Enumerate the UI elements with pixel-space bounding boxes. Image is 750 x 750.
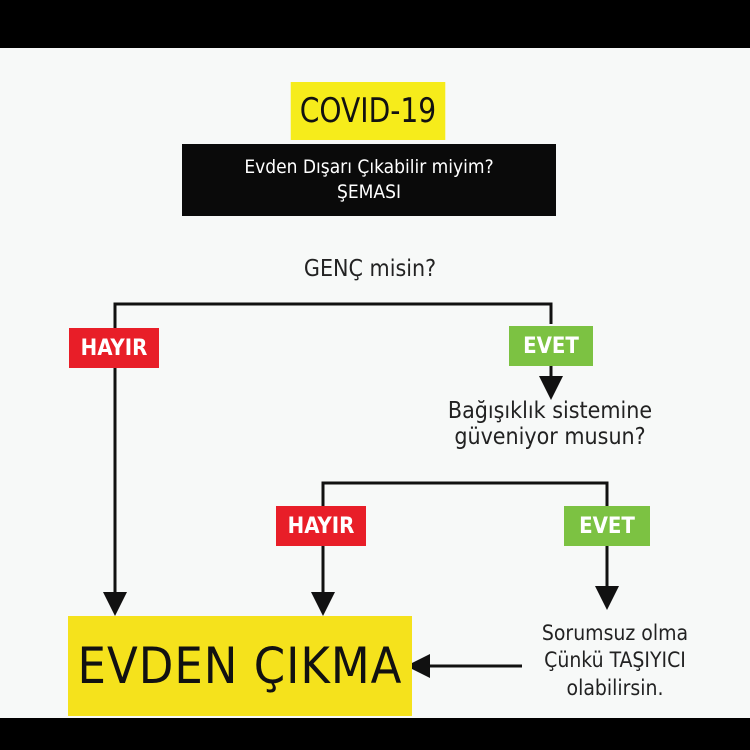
note-line-1: Sorumsuz olma bbox=[541, 621, 689, 645]
title-text: COVID-19 bbox=[299, 91, 437, 131]
subtitle-line-1: Evden Dışarı Çıkabilir miyim? bbox=[244, 156, 494, 179]
answer-no-badge-1: HAYIR bbox=[69, 328, 159, 368]
question-immunity-line-2: güveniyor musun? bbox=[454, 424, 646, 451]
note-line-3: olabilirsin. bbox=[566, 675, 664, 700]
answer-yes-badge-1: EVET bbox=[509, 326, 593, 366]
result-box-stay-home: EVDEN ÇIKMA bbox=[68, 616, 412, 716]
question-immunity: Bağışıklık sistemine güveniyor musun? bbox=[425, 398, 675, 451]
branch-line-1 bbox=[113, 302, 553, 368]
question-immunity-line-1: Bağışıklık sistemine bbox=[447, 398, 653, 424]
title-box: COVID-19 bbox=[290, 82, 446, 140]
subtitle-box: Evden Dışarı Çıkabilir miyim? ŞEMASI bbox=[182, 144, 556, 216]
result-text: EVDEN ÇIKMA bbox=[77, 637, 403, 695]
answer-no-badge-2: HAYIR bbox=[276, 506, 366, 546]
answer-yes-badge-2: EVET bbox=[564, 506, 650, 546]
flowchart-canvas: COVID-19 Evden Dışarı Çıkabilir miyim? Ş… bbox=[0, 48, 750, 718]
branch-line-2 bbox=[321, 481, 609, 506]
question-young: GENÇ misin? bbox=[303, 256, 437, 282]
subtitle-line-2: ŞEMASI bbox=[337, 181, 401, 203]
note-carrier: Sorumsuz olma Çünkü TAŞIYICI olabilirsin… bbox=[515, 620, 715, 702]
note-line-2: Çünkü TAŞIYICI bbox=[544, 648, 686, 673]
